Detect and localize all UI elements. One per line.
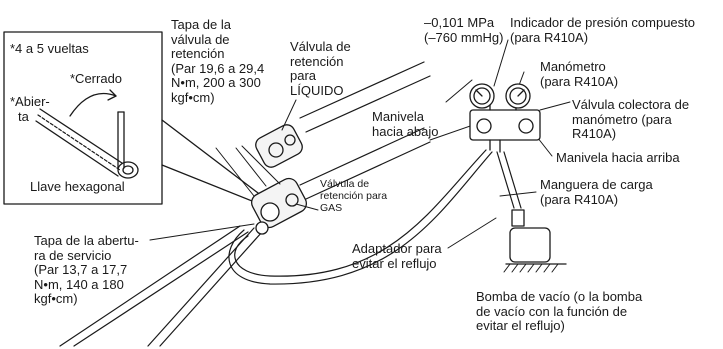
charge-hose-label: Manguera de carga (para R410A) — [540, 177, 653, 207]
retention-cap-label: Tapa de la válvula de retención (Par 19,… — [171, 17, 265, 105]
handle-up-label: Manivela hacia arriba — [556, 150, 680, 165]
service-cap-label: Tapa de la abertu- ra de servicio (Par 1… — [34, 233, 139, 306]
gas-valve-body — [250, 177, 308, 229]
gas-valve-label: Válvula de retención para GAS — [320, 178, 388, 214]
manifold-valve-label: Válvula colectora de manómetro (para R41… — [572, 97, 690, 141]
manifold-gauge-set — [469, 83, 541, 153]
vacuum-pump-icon — [503, 209, 567, 273]
inset-open-1: *Abier- — [10, 94, 50, 109]
inset-closed: *Cerrado — [70, 71, 123, 86]
hex-key-icon — [35, 108, 139, 179]
liquid-valve-label: Válvula de retención para LÍQUIDO — [290, 39, 351, 98]
inset-pointer-2 — [161, 164, 263, 206]
hoses — [228, 149, 522, 285]
vacuum-pump-label: Bomba de vacío (o la bomba de vacío con … — [476, 289, 643, 333]
manometer-label: Manómetro (para R410A) — [540, 59, 619, 89]
inset-frame — [3, 31, 163, 205]
backflow-adapter-label: Adaptador para evitar el reflujo — [352, 241, 442, 271]
inset-open-2: ta — [18, 109, 29, 124]
vacuum-reading-label: –0,101 MPa (–760 mmHg) — [424, 15, 504, 45]
inset-turns: *4 a 5 vueltas — [10, 41, 89, 56]
handle-down-label: Manivela hacia abajo — [372, 109, 439, 139]
compound-gauge-label: Indicador de presión compuesto (para R41… — [510, 15, 696, 45]
liquid-valve-body — [255, 124, 303, 168]
piping — [59, 61, 431, 347]
inset-hex-key: Llave hexagonal — [30, 179, 125, 194]
service-cap — [255, 221, 269, 235]
inset-pointer-1 — [161, 119, 263, 197]
rotate-arrow-icon — [69, 92, 117, 117]
